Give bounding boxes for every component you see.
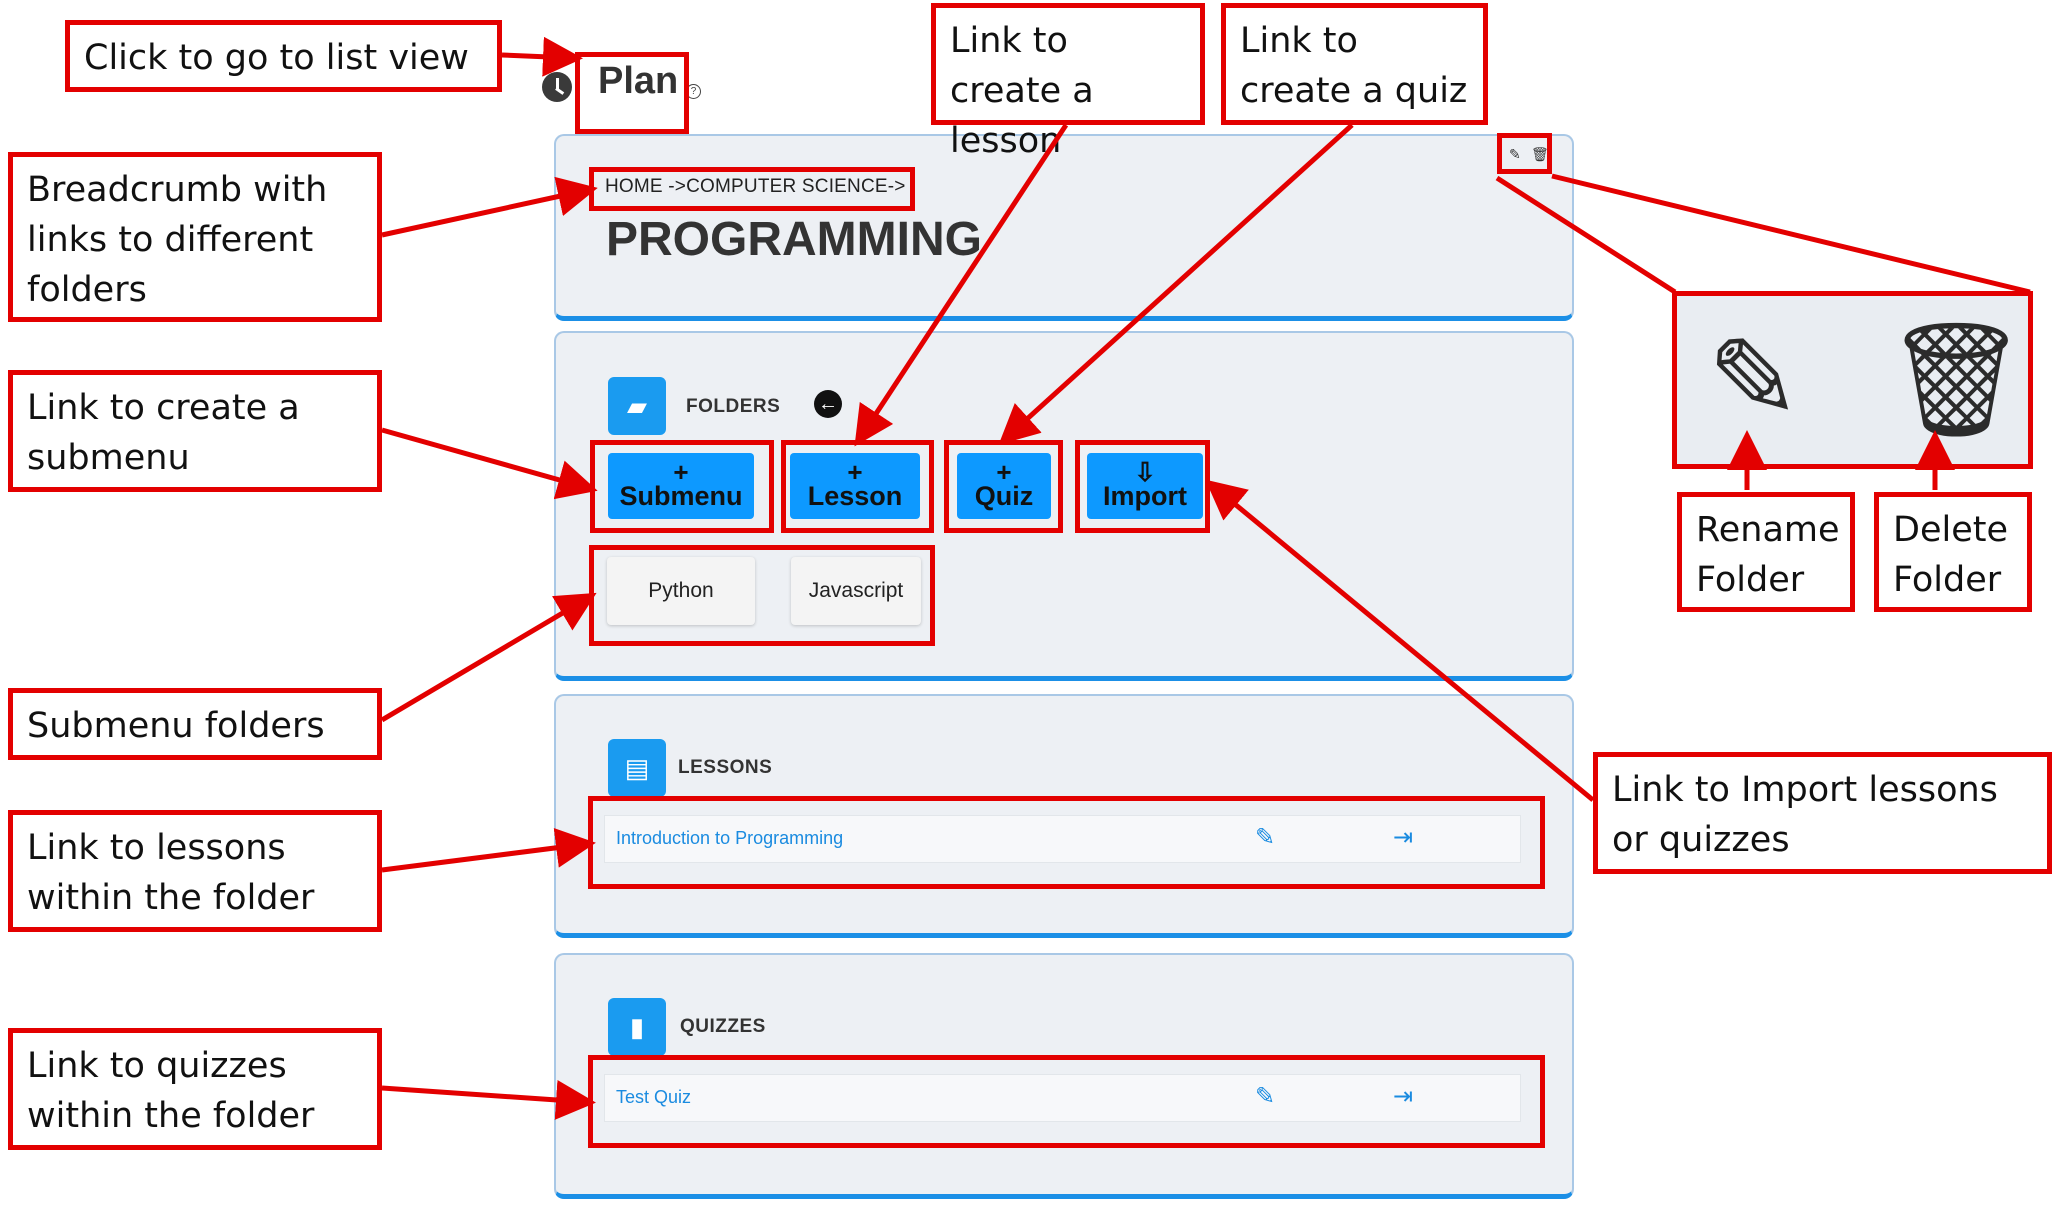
bar-chart-icon: ▮ <box>608 998 666 1056</box>
import-button[interactable]: ⇩ Import <box>1087 453 1203 519</box>
highlight-plan <box>575 52 689 134</box>
list-item: Introduction to Programming ✎ ⇥ <box>604 815 1521 863</box>
note-breadcrumb: Breadcrumb with links to different folde… <box>8 152 382 322</box>
plus-icon: + <box>996 457 1012 487</box>
breadcrumb[interactable]: HOME ->COMPUTER SCIENCE-> <box>605 176 906 197</box>
edit-icon[interactable]: ✎ <box>1255 1083 1276 1110</box>
list-item: Test Quiz ✎ ⇥ <box>604 1074 1521 1122</box>
trash-icon[interactable]: 🗑 <box>1531 146 1549 162</box>
clock-icon[interactable] <box>542 72 572 102</box>
edit-icon[interactable]: ✎ <box>1255 824 1276 851</box>
folder-icon: ▰ <box>608 377 666 435</box>
add-submenu-label: Submenu <box>619 481 743 511</box>
note-create-submenu: Link to create a submenu <box>8 370 382 492</box>
note-quizzes-link: Link to quizzes within the folder <box>8 1028 382 1150</box>
trash-icon: 🗑 <box>1885 317 2028 442</box>
note-rename-folder: Rename Folder <box>1677 492 1855 612</box>
plan-title-link[interactable]: Plan <box>598 60 679 102</box>
add-submenu-button[interactable]: + Submenu <box>608 453 754 519</box>
file-icon: ▤ <box>608 739 666 797</box>
folder-header-panel <box>554 134 1574 321</box>
note-create-quiz: Link to create a quiz <box>1221 3 1488 125</box>
folders-label: FOLDERS <box>686 396 781 417</box>
highlight-edit-delete <box>1497 133 1552 174</box>
subfolder-javascript[interactable]: Javascript <box>791 557 921 625</box>
add-quiz-label: Quiz <box>974 481 1034 511</box>
back-arrow-icon[interactable]: ← <box>814 390 842 418</box>
note-list-view: Click to go to list view <box>65 20 502 92</box>
note-import: Link to Import lessons or quizzes <box>1593 752 2052 874</box>
lessons-label: LESSONS <box>678 757 773 778</box>
add-lesson-label: Lesson <box>807 481 903 511</box>
note-create-lesson: Link to create a lesson <box>931 3 1205 161</box>
export-icon[interactable]: ⇥ <box>1393 1083 1414 1110</box>
note-delete-folder: Delete Folder <box>1874 492 2032 612</box>
plus-icon: + <box>673 457 689 487</box>
subfolder-python[interactable]: Python <box>607 557 755 625</box>
import-label: Import <box>1103 481 1187 511</box>
add-quiz-button[interactable]: + Quiz <box>957 453 1051 519</box>
plus-icon: + <box>847 457 863 487</box>
lesson-link[interactable]: Introduction to Programming <box>616 828 844 848</box>
note-lessons-link: Link to lessons within the folder <box>8 810 382 932</box>
add-lesson-button[interactable]: + Lesson <box>790 453 920 519</box>
note-submenu-folders: Submenu folders <box>8 688 382 760</box>
page-title: PROGRAMMING <box>606 213 982 266</box>
quiz-link[interactable]: Test Quiz <box>616 1087 692 1107</box>
edit-icon[interactable]: ✎ <box>1509 146 1521 162</box>
export-icon[interactable]: ⇥ <box>1393 824 1414 851</box>
quizzes-label: QUIZZES <box>680 1016 766 1037</box>
import-icon: ⇩ <box>1134 457 1156 487</box>
edit-icon: ✎ <box>1707 317 1801 442</box>
